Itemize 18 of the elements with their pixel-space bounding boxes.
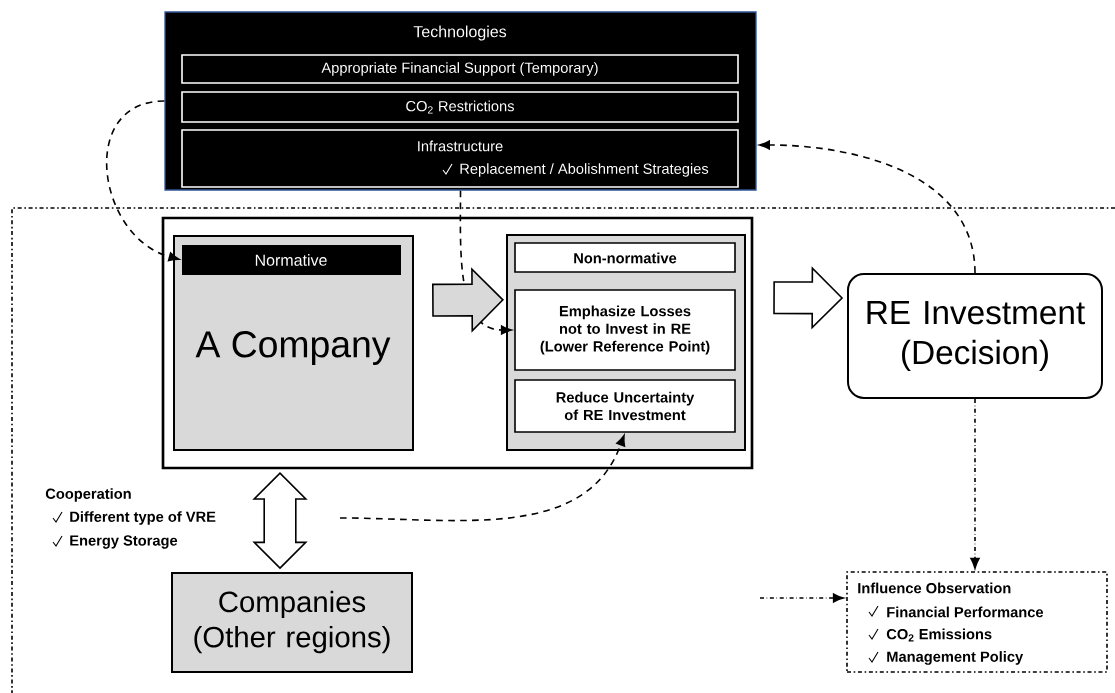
- process-box: Emphasize Losses not to Invest in RE (Lower Reference Point): [514, 289, 736, 371]
- list-item: Energy Storage: [70, 535, 178, 549]
- header-band: Normative: [182, 245, 401, 275]
- arrow: [970, 398, 980, 569]
- item-box: Infrastructure Replacement / Abolishment Strategies: [181, 129, 739, 188]
- heading: Cooperation: [45, 488, 131, 502]
- company-box: Companies (Other regions): [171, 572, 413, 673]
- arrow: [339, 434, 626, 522]
- header-box: Non-normative: [514, 242, 736, 273]
- observation-box: Influence Observation Financial Performance CO$_{2}$ Emissions Management Policy: [846, 571, 1108, 673]
- list-item: Different type of VRE: [70, 511, 216, 525]
- arrow: [106, 100, 180, 262]
- decision-box: RE Investment (Decision): [847, 273, 1103, 399]
- arrow: [759, 140, 976, 274]
- arrow: [759, 593, 844, 603]
- item-box: CO$_{2}$ Restrictions: [181, 91, 739, 123]
- process-box: Reduce Uncertainty of RE Investment: [514, 379, 736, 433]
- item-box: Appropriate Financial Support (Temporary): [181, 54, 739, 84]
